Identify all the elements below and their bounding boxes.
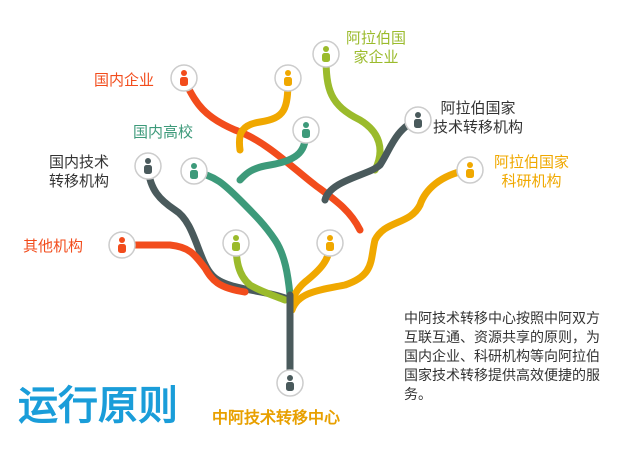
node-arab-tech-transfer bbox=[404, 106, 432, 134]
person-icon bbox=[232, 235, 240, 251]
label-arab-tech-transfer-line1: 阿拉伯国家 bbox=[440, 99, 516, 117]
person-icon bbox=[118, 237, 126, 253]
label-arab-research-line2: 科研机构 bbox=[501, 172, 562, 190]
page-title: 运行原则 bbox=[18, 383, 178, 429]
person-icon bbox=[302, 122, 310, 138]
branch-domestic-university bbox=[190, 168, 294, 299]
branch-arab-enterprise bbox=[322, 52, 384, 174]
label-arab-enterprise-line2: 家企业 bbox=[353, 48, 399, 66]
label-arab-tech-transfer-line2: 技术转移机构 bbox=[433, 118, 524, 136]
label-arab-enterprise: 阿拉伯国 家企业 bbox=[346, 29, 406, 67]
description-text: 中阿技术转移中心按照中阿双方互联互通、资源共享的原则，为国内企业、科研机构等向阿… bbox=[404, 311, 600, 403]
label-domestic-tech-transfer: 国内技术 转移机构 bbox=[49, 153, 109, 191]
branch-domestic-tech-transfer bbox=[144, 164, 289, 302]
node-orange-lower bbox=[316, 229, 344, 257]
label-arab-enterprise-line1: 阿拉伯国 bbox=[346, 29, 407, 47]
label-arab-research: 阿拉伯国家 科研机构 bbox=[494, 153, 569, 191]
person-icon bbox=[190, 163, 198, 179]
person-icon bbox=[414, 112, 422, 128]
branch-teal-upper bbox=[236, 126, 310, 184]
label-arab-tech-transfer: 阿拉伯国家 技术转移机构 bbox=[433, 99, 523, 137]
label-domestic-tech-transfer-line2: 转移机构 bbox=[49, 172, 110, 190]
branch-domestic-enterprise bbox=[180, 76, 364, 234]
person-icon bbox=[180, 70, 188, 86]
node-domestic-university bbox=[180, 157, 208, 185]
label-domestic-tech-transfer-line1: 国内技术 bbox=[49, 153, 110, 171]
label-other-institution: 其他机构 bbox=[23, 237, 84, 255]
person-icon bbox=[322, 46, 330, 62]
node-teal-upper bbox=[292, 116, 320, 144]
branch-other-institution bbox=[118, 241, 249, 296]
node-arab-enterprise bbox=[312, 40, 340, 68]
node-domestic-tech-transfer bbox=[134, 152, 162, 180]
label-domestic-enterprise: 国内企业 bbox=[94, 71, 155, 89]
branch-olive-lower bbox=[232, 239, 289, 304]
node-root bbox=[276, 369, 304, 397]
person-icon bbox=[466, 162, 474, 178]
person-icon bbox=[144, 158, 152, 174]
node-other-institution bbox=[108, 231, 136, 259]
person-icon bbox=[286, 375, 294, 391]
branch-arab-research bbox=[288, 166, 472, 314]
root-label: 中阿技术转移中心 bbox=[212, 408, 341, 427]
person-icon bbox=[284, 70, 292, 86]
node-domestic-enterprise bbox=[170, 64, 198, 92]
branch-arab-tech-transfer bbox=[321, 116, 420, 204]
person-icon bbox=[326, 235, 334, 251]
node-olive-lower bbox=[222, 229, 250, 257]
branch-orange-top bbox=[235, 74, 292, 154]
label-domestic-university: 国内高校 bbox=[133, 123, 194, 141]
label-arab-research-line1: 阿拉伯国家 bbox=[494, 153, 570, 171]
node-orange-top bbox=[274, 64, 302, 92]
node-arab-research bbox=[456, 156, 484, 184]
